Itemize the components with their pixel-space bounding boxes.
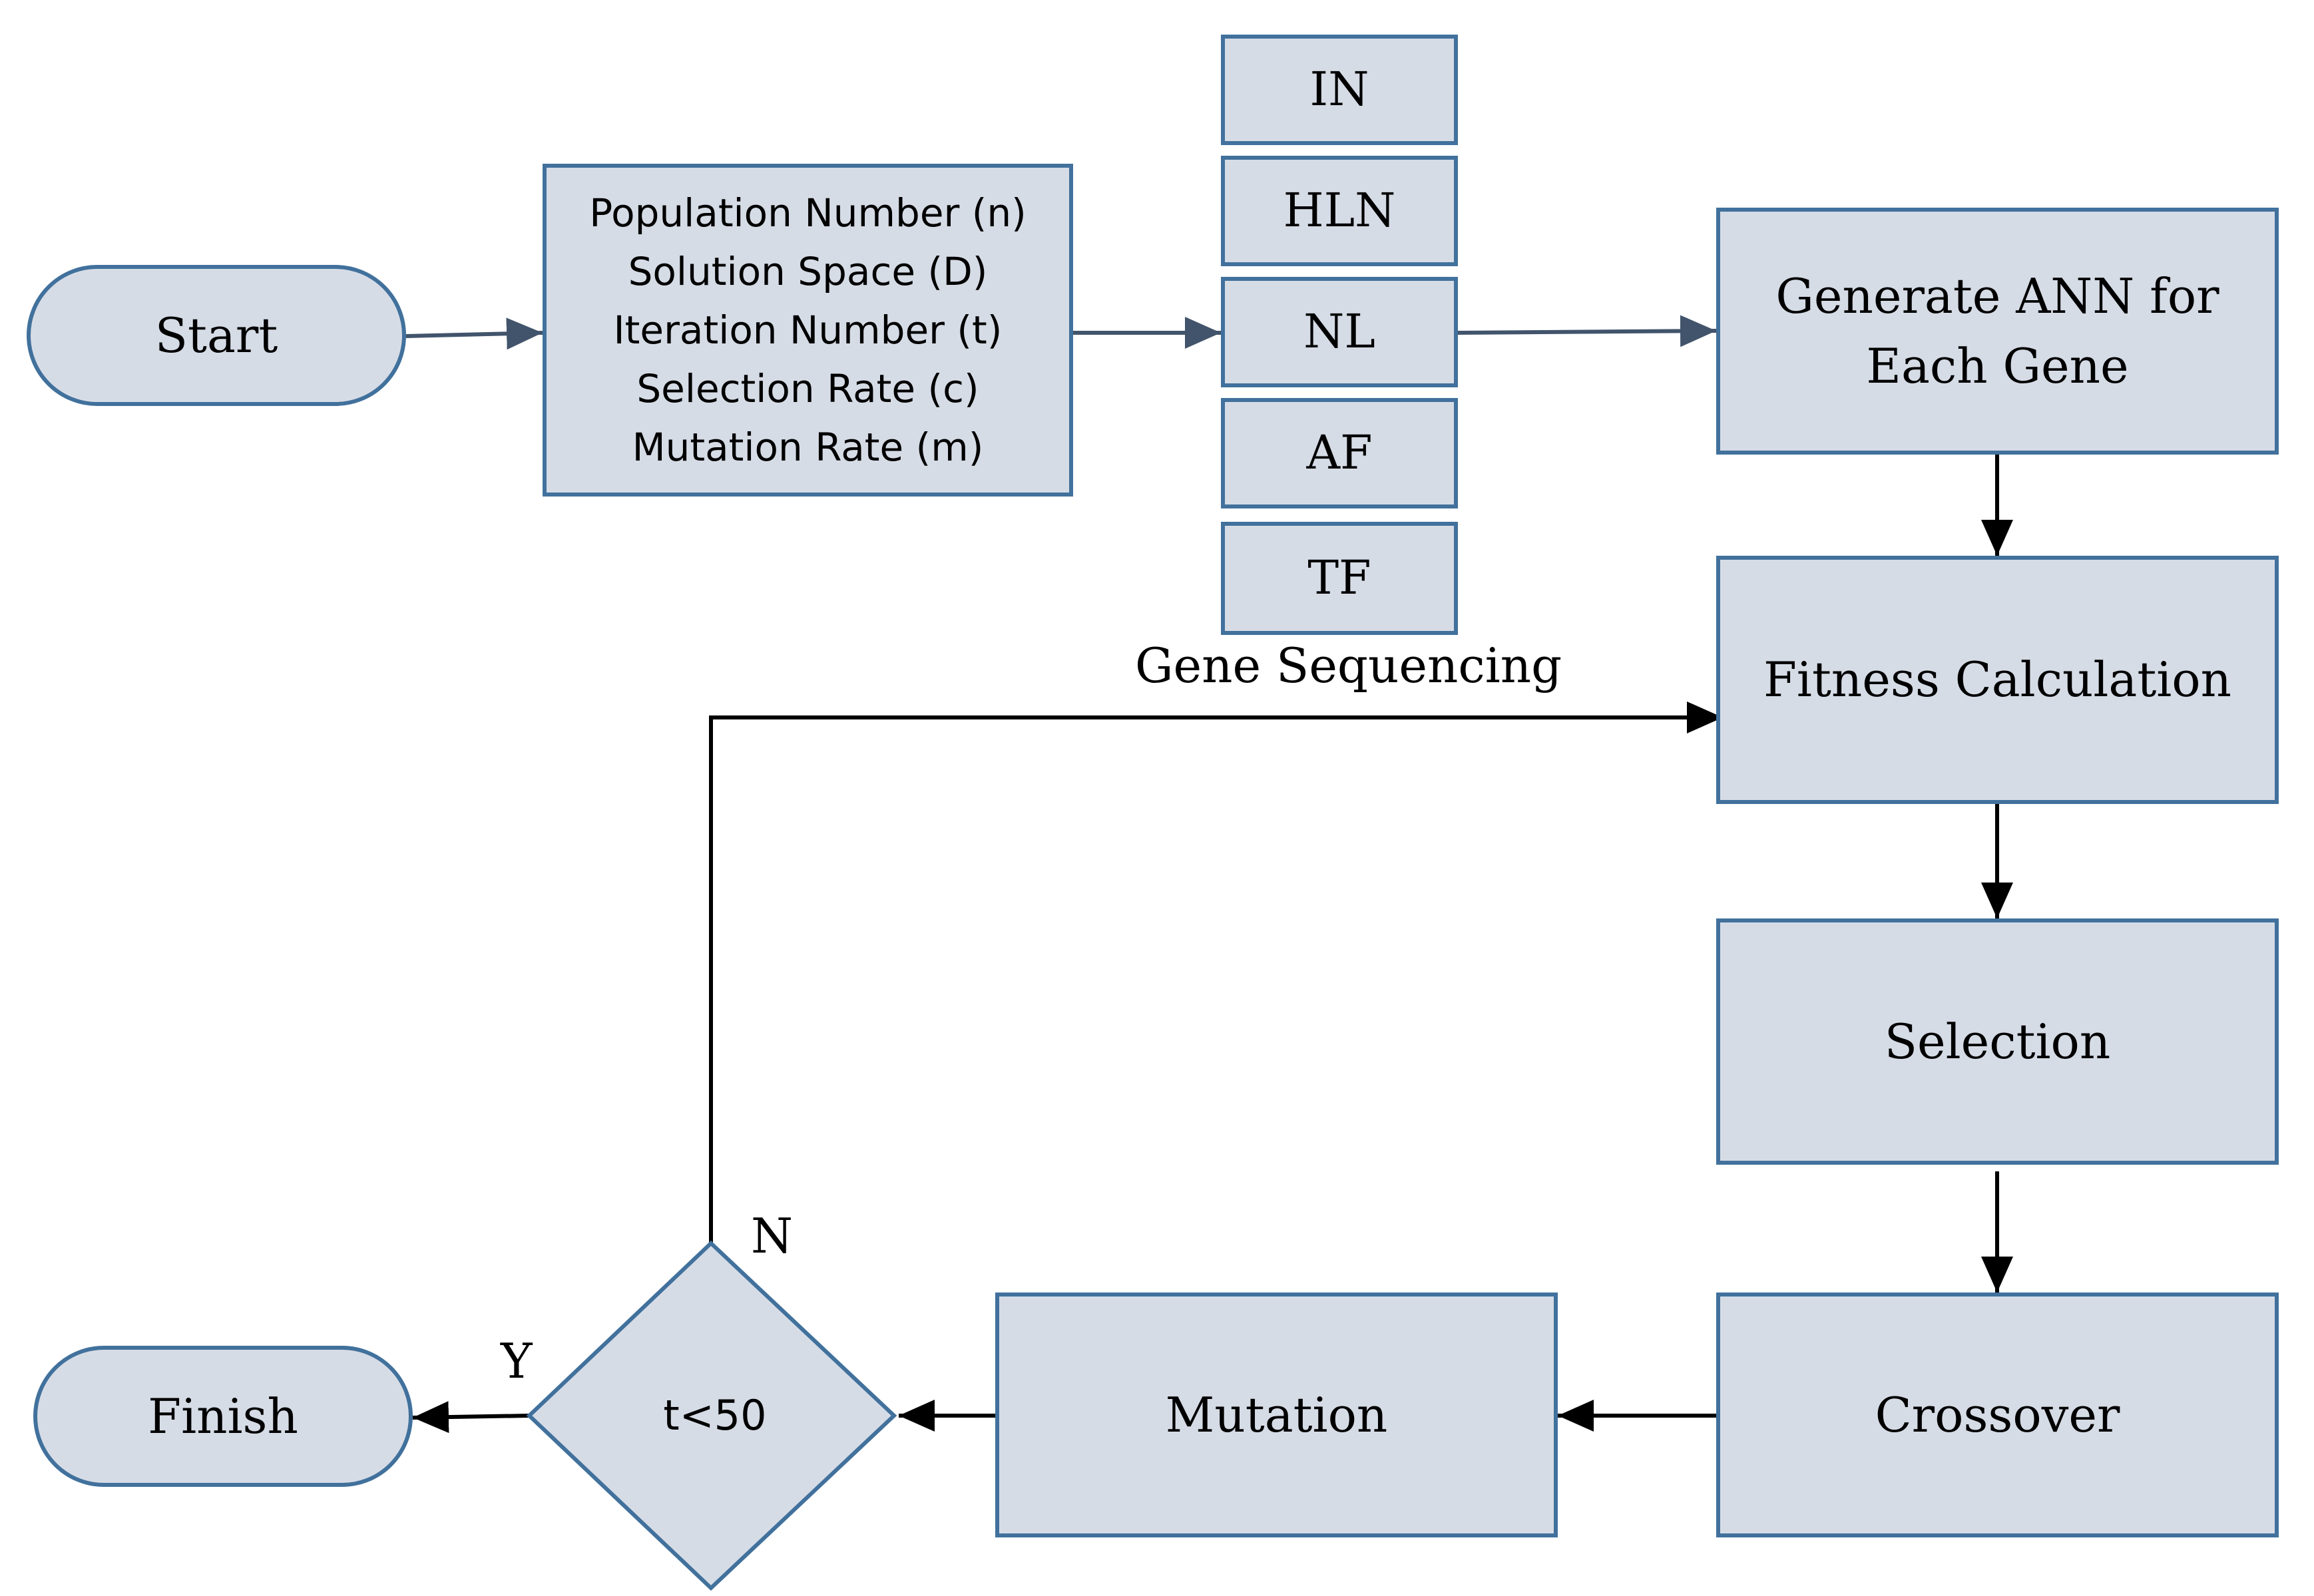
gene-tf-label: TF: [1307, 550, 1371, 606]
param-population: Population Number (n): [589, 190, 1027, 236]
mutation-label: Mutation: [1165, 1386, 1388, 1443]
decision-label: t<50: [663, 1391, 767, 1440]
start-label: Start: [154, 307, 278, 363]
param-solution-space: Solution Space (D): [628, 248, 988, 294]
finish-label: Finish: [148, 1388, 298, 1444]
param-selection-rate: Selection Rate (c): [636, 366, 979, 412]
selection-node: Selection: [1716, 918, 2279, 1165]
selection-label: Selection: [1884, 1013, 2111, 1070]
start-node: Start: [27, 265, 406, 406]
gene-tf: TF: [1221, 522, 1458, 635]
param-iteration: Iteration Number (t): [613, 307, 1003, 353]
generate-ann-node: Generate ANN for Each Gene: [1716, 208, 2279, 455]
gene-nl-label: NL: [1303, 304, 1375, 359]
gene-af-label: AF: [1306, 425, 1373, 481]
arrow-genes-to-generate: [1456, 315, 1717, 347]
crossover-node: Crossover: [1716, 1293, 2279, 1537]
gene-af: AF: [1221, 398, 1458, 508]
gene-in-label: IN: [1309, 62, 1369, 117]
gene-hln-label: HLN: [1283, 183, 1396, 238]
finish-node: Finish: [33, 1346, 413, 1487]
arrow-loop-to-fitness: [709, 701, 1723, 1243]
arrow-decision-to-finish: [412, 1401, 530, 1434]
gene-in: IN: [1221, 35, 1458, 145]
gene-sequencing-caption: Gene Sequencing: [1135, 638, 1562, 694]
edge-label-no: N: [751, 1208, 793, 1264]
crossover-label: Crossover: [1875, 1386, 2120, 1443]
edge-label-yes: Y: [501, 1333, 533, 1389]
decision-diamond: [526, 1240, 897, 1591]
param-mutation-rate: Mutation Rate (m): [632, 425, 984, 471]
mutation-node: Mutation: [995, 1293, 1558, 1537]
fitness-node: Fitness Calculation: [1716, 556, 2279, 804]
gene-hln: HLN: [1221, 156, 1458, 266]
gene-nl: NL: [1221, 277, 1458, 387]
parameters-box: Population Number (n) Solution Space (D)…: [543, 164, 1073, 497]
arrow-start-to-params: [405, 317, 543, 350]
generate-ann-label: Generate ANN for Each Gene: [1775, 268, 2219, 394]
fitness-label: Fitness Calculation: [1763, 652, 2232, 708]
